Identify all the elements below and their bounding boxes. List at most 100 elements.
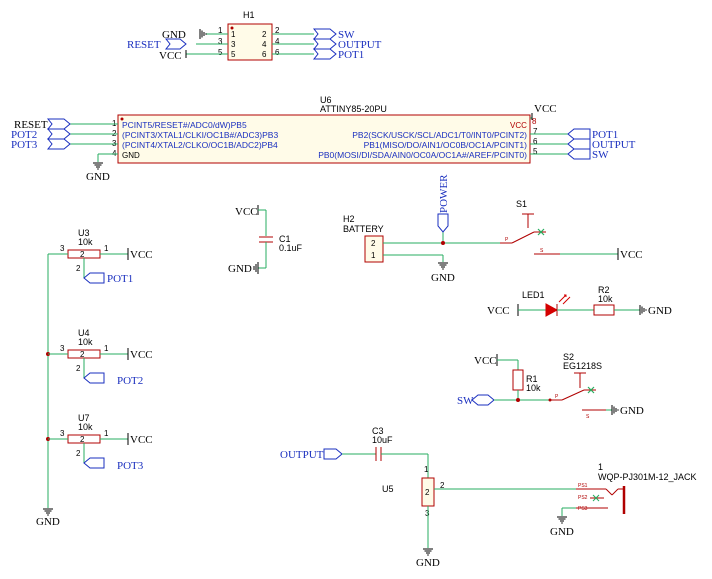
svg-text:VCC: VCC [510, 121, 527, 130]
h1-pot1-port [312, 48, 337, 60]
svg-text:GND: GND [648, 305, 672, 317]
svg-text:POT3: POT3 [117, 460, 144, 472]
svg-text:3: 3 [231, 40, 236, 49]
svg-text:3: 3 [218, 37, 223, 46]
svg-text:PB0(MOSI/DI/SDA/AIN0/OC0A/OC1A: PB0(MOSI/DI/SDA/AIN0/OC0A/OC1A#/AREF/PCI… [318, 150, 527, 160]
svg-text:S: S [586, 414, 590, 420]
svg-text:4: 4 [262, 40, 267, 49]
h1-gnd-net: GND [162, 29, 186, 41]
h1-reset-port [164, 38, 187, 50]
svg-text:PB2(SCK/USCK/SCL/ADC1/T0/INT0/: PB2(SCK/USCK/SCL/ADC1/T0/INT0/PCINT2) [352, 130, 527, 140]
svg-text:5: 5 [533, 147, 538, 156]
svg-text:GND: GND [620, 405, 644, 417]
svg-text:POT3: POT3 [11, 139, 38, 151]
svg-text:S1: S1 [516, 199, 527, 209]
svg-text:2: 2 [262, 30, 267, 39]
h1-sw-port [312, 28, 337, 40]
svg-text:RESET: RESET [14, 119, 48, 131]
output-c3-u5: OUTPUT C3 10uF U5 1 2 3 GND 2 [280, 426, 576, 569]
svg-text:3: 3 [60, 429, 65, 438]
led1-r2: VCC LED1 R2 10k GND [487, 285, 672, 317]
svg-text:6: 6 [533, 137, 538, 146]
svg-text:BATTERY: BATTERY [343, 224, 384, 234]
svg-text:R1: R1 [526, 374, 538, 384]
svg-text:OUTPUT: OUTPUT [592, 139, 636, 151]
svg-text:2: 2 [76, 364, 81, 373]
svg-text:PS2: PS2 [578, 495, 588, 501]
svg-text:2: 2 [371, 239, 376, 248]
h1-vcc-net: VCC [159, 50, 182, 62]
svg-text:10k: 10k [598, 294, 613, 304]
svg-text:2: 2 [80, 350, 85, 359]
svg-text:PB1(MISO/DO/AIN1/OC0B/OC1A/PCI: PB1(MISO/DO/AIN1/OC0B/OC1A/PCINT1) [364, 140, 528, 150]
svg-text:2: 2 [76, 449, 81, 458]
svg-text:1: 1 [424, 465, 429, 474]
capacitor-c1: VCC GND C1 0.1uF [228, 205, 303, 275]
svg-text:10uF: 10uF [372, 435, 393, 445]
svg-text:5: 5 [231, 50, 236, 59]
r1-s2: VCC R1 10k SW S2 EG1218S P S GND [457, 352, 644, 420]
svg-text:S: S [540, 248, 544, 254]
svg-text:U5: U5 [382, 484, 394, 494]
svg-text:3: 3 [60, 344, 65, 353]
svg-text:U7: U7 [78, 413, 90, 423]
svg-text:(PCINT3/XTAL1/CLKI/OC1B#/ADC3): (PCINT3/XTAL1/CLKI/OC1B#/ADC3)PB3 [122, 130, 278, 140]
svg-text:VCC: VCC [130, 349, 153, 361]
svg-text:OUTPUT: OUTPUT [280, 449, 324, 461]
svg-text:1: 1 [598, 462, 603, 472]
svg-text:GND: GND [431, 272, 455, 284]
svg-text:POT2: POT2 [11, 129, 37, 141]
svg-text:PS1: PS1 [578, 483, 588, 489]
svg-text:U3: U3 [78, 228, 90, 238]
header-h1: H1 1 3 5 2 4 6 1 3 5 2 4 6 GND RESET VCC… [127, 10, 382, 62]
svg-text:6: 6 [275, 48, 280, 57]
battery-h2: H2 BATTERY 2 1 GND POWER [343, 174, 500, 284]
u6-ref: U6 [320, 95, 332, 105]
svg-text:VCC: VCC [235, 206, 258, 218]
svg-text:10k: 10k [78, 337, 93, 347]
svg-text:6: 6 [262, 50, 267, 59]
svg-text:VCC: VCC [130, 434, 153, 446]
svg-text:10k: 10k [78, 422, 93, 432]
svg-text:R2: R2 [598, 285, 610, 295]
svg-text:POT1: POT1 [107, 273, 133, 285]
svg-text:S2: S2 [563, 352, 574, 362]
svg-text:2: 2 [440, 481, 445, 490]
svg-text:1: 1 [104, 244, 109, 253]
svg-text:1: 1 [371, 251, 376, 260]
jack-wqp: 1 WQP-PJ301M-12_JACK PS1 PS2 PS3 GND [550, 462, 697, 538]
svg-text:WQP-PJ301M-12_JACK: WQP-PJ301M-12_JACK [598, 472, 697, 482]
svg-text:4: 4 [275, 37, 280, 46]
svg-text:5: 5 [218, 48, 223, 57]
svg-text:2: 2 [425, 488, 430, 497]
pot-u7: U7 10k 3 1 2 VCC 2 POT3 [46, 413, 153, 472]
svg-text:0.1uF: 0.1uF [279, 243, 303, 253]
svg-text:7: 7 [533, 127, 538, 136]
power-port [437, 213, 449, 233]
svg-text:8: 8 [532, 117, 537, 126]
svg-text:1: 1 [104, 344, 109, 353]
svg-text:POT2: POT2 [117, 375, 143, 387]
svg-text:1: 1 [231, 30, 236, 39]
switch-s1: S1 P S VCC [500, 199, 643, 261]
svg-text:U4: U4 [78, 328, 90, 338]
svg-text:POWER: POWER [438, 174, 450, 213]
svg-text:2: 2 [76, 264, 81, 273]
u6-value: ATTINY85-20PU [320, 104, 387, 114]
svg-text:VCC: VCC [620, 249, 643, 261]
svg-text:(PCINT4/XTAL2/CLKO/OC1B/ADC2)P: (PCINT4/XTAL2/CLKO/OC1B/ADC2)PB4 [122, 140, 278, 150]
h1-body [227, 23, 273, 61]
svg-text:PS3: PS3 [578, 506, 588, 512]
ic-u6: U6 ATTINY85-20PU PCINT5/RESET#/ADC0/dW)P… [11, 95, 636, 183]
svg-text:3: 3 [60, 244, 65, 253]
u6-body [117, 114, 531, 164]
svg-text:H2: H2 [343, 214, 355, 224]
svg-text:2: 2 [275, 26, 280, 35]
svg-text:SW: SW [457, 395, 474, 407]
svg-text:GND: GND [86, 171, 110, 183]
svg-text:P: P [555, 394, 559, 400]
svg-text:POT1: POT1 [592, 129, 618, 141]
svg-text:SW: SW [592, 149, 609, 161]
h1-ref: H1 [243, 10, 255, 20]
